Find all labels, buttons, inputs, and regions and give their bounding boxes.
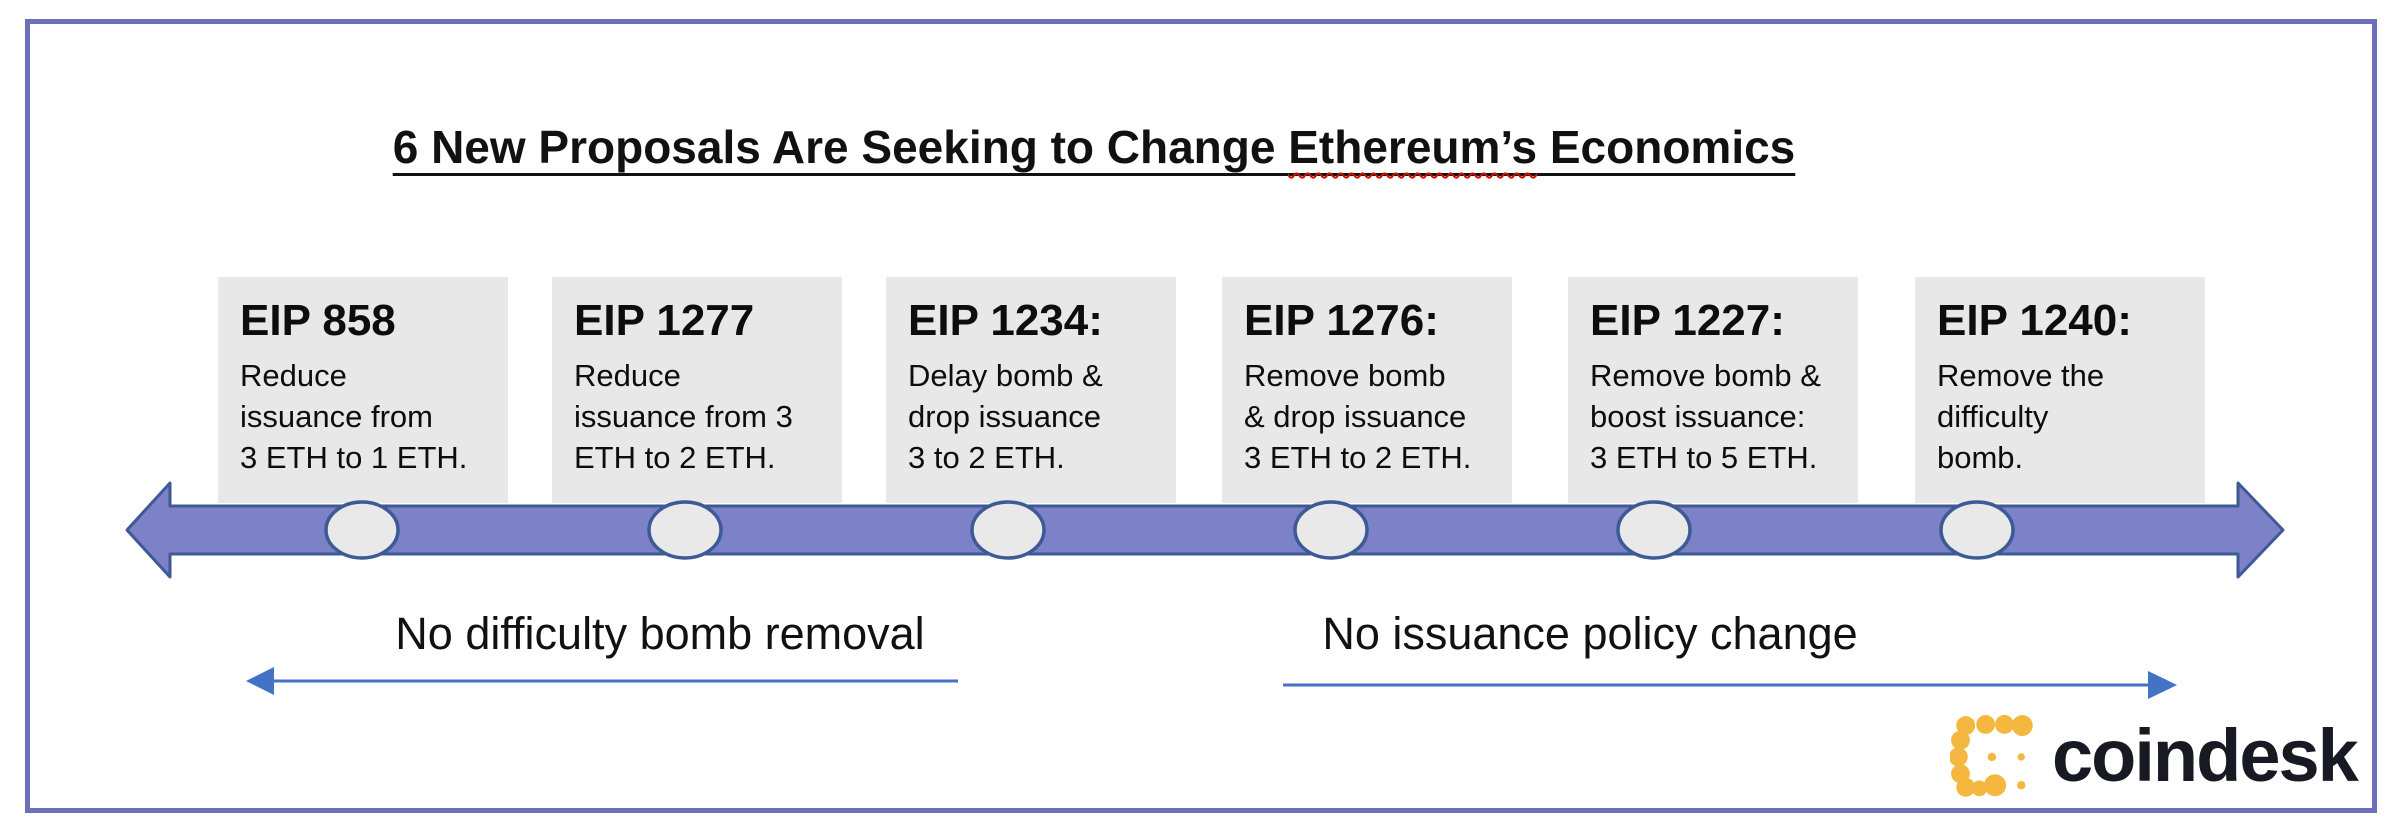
eip-1227-id: EIP 1227: xyxy=(1590,296,1785,345)
coindesk-wordmark: coindesk xyxy=(2052,714,2359,797)
eip-1227-card: EIP 1227: Remove bomb & boost issuance: … xyxy=(1568,277,1858,503)
eip-1234-card: EIP 1234: Delay bomb & drop issuance 3 t… xyxy=(886,277,1176,503)
timeline-node-eip-1227 xyxy=(1616,500,1692,560)
eip-1277-id: EIP 1277 xyxy=(574,296,755,345)
eip-1240-card: EIP 1240: Remove the difficulty bomb. xyxy=(1915,277,2205,503)
timeline-node-eip-858 xyxy=(324,500,400,560)
left-span-label: No difficulty bomb removal xyxy=(395,608,925,659)
page-title-part2: Economics xyxy=(1537,121,1796,173)
timeline-node-eip-1276 xyxy=(1293,500,1369,560)
timeline-node-eip-1277 xyxy=(647,500,723,560)
eip-1240-id: EIP 1240: xyxy=(1937,296,2132,345)
timeline-node-eip-1240 xyxy=(1939,500,2015,560)
page-title-flagged-word: Ethereum’s xyxy=(1288,121,1538,173)
eip-1277-desc: Reduce issuance from 3 ETH to 2 ETH. xyxy=(574,358,793,475)
eip-1234-id: EIP 1234: xyxy=(908,296,1103,345)
eip-858-card: EIP 858 Reduce issuance from 3 ETH to 1 … xyxy=(218,277,508,503)
eip-1276-desc: Remove bomb & drop issuance 3 ETH to 2 E… xyxy=(1244,358,1472,475)
right-span-arrow xyxy=(1283,671,2177,699)
eip-858-id: EIP 858 xyxy=(240,296,396,345)
right-span-arrowhead-icon xyxy=(2148,671,2177,699)
eip-858-desc: Reduce issuance from 3 ETH to 1 ETH. xyxy=(240,358,468,475)
eip-1227-desc: Remove bomb & boost issuance: 3 ETH to 5… xyxy=(1590,358,1821,475)
right-span-label: No issuance policy change xyxy=(1322,608,1858,659)
page-title-part1: 6 New Proposals Are Seeking to Change xyxy=(392,121,1289,173)
page-title: 6 New Proposals Are Seeking to Change Et… xyxy=(0,120,2188,174)
eip-1276-card: EIP 1276: Remove bomb & drop issuance 3 … xyxy=(1222,277,1512,503)
coindesk-logo: coindesk xyxy=(1950,706,2359,806)
eip-1240-desc: Remove the difficulty bomb. xyxy=(1937,358,2105,475)
left-span-arrow xyxy=(246,667,958,695)
eip-1277-card: EIP 1277 Reduce issuance from 3 ETH to 2… xyxy=(552,277,842,503)
eip-1234-desc: Delay bomb & drop issuance 3 to 2 ETH. xyxy=(908,358,1103,475)
timeline-node-eip-1234 xyxy=(970,500,1046,560)
coindesk-logo-icon xyxy=(1950,715,2033,797)
left-span-arrowhead-icon xyxy=(246,667,274,695)
eip-1276-id: EIP 1276: xyxy=(1244,296,1439,345)
